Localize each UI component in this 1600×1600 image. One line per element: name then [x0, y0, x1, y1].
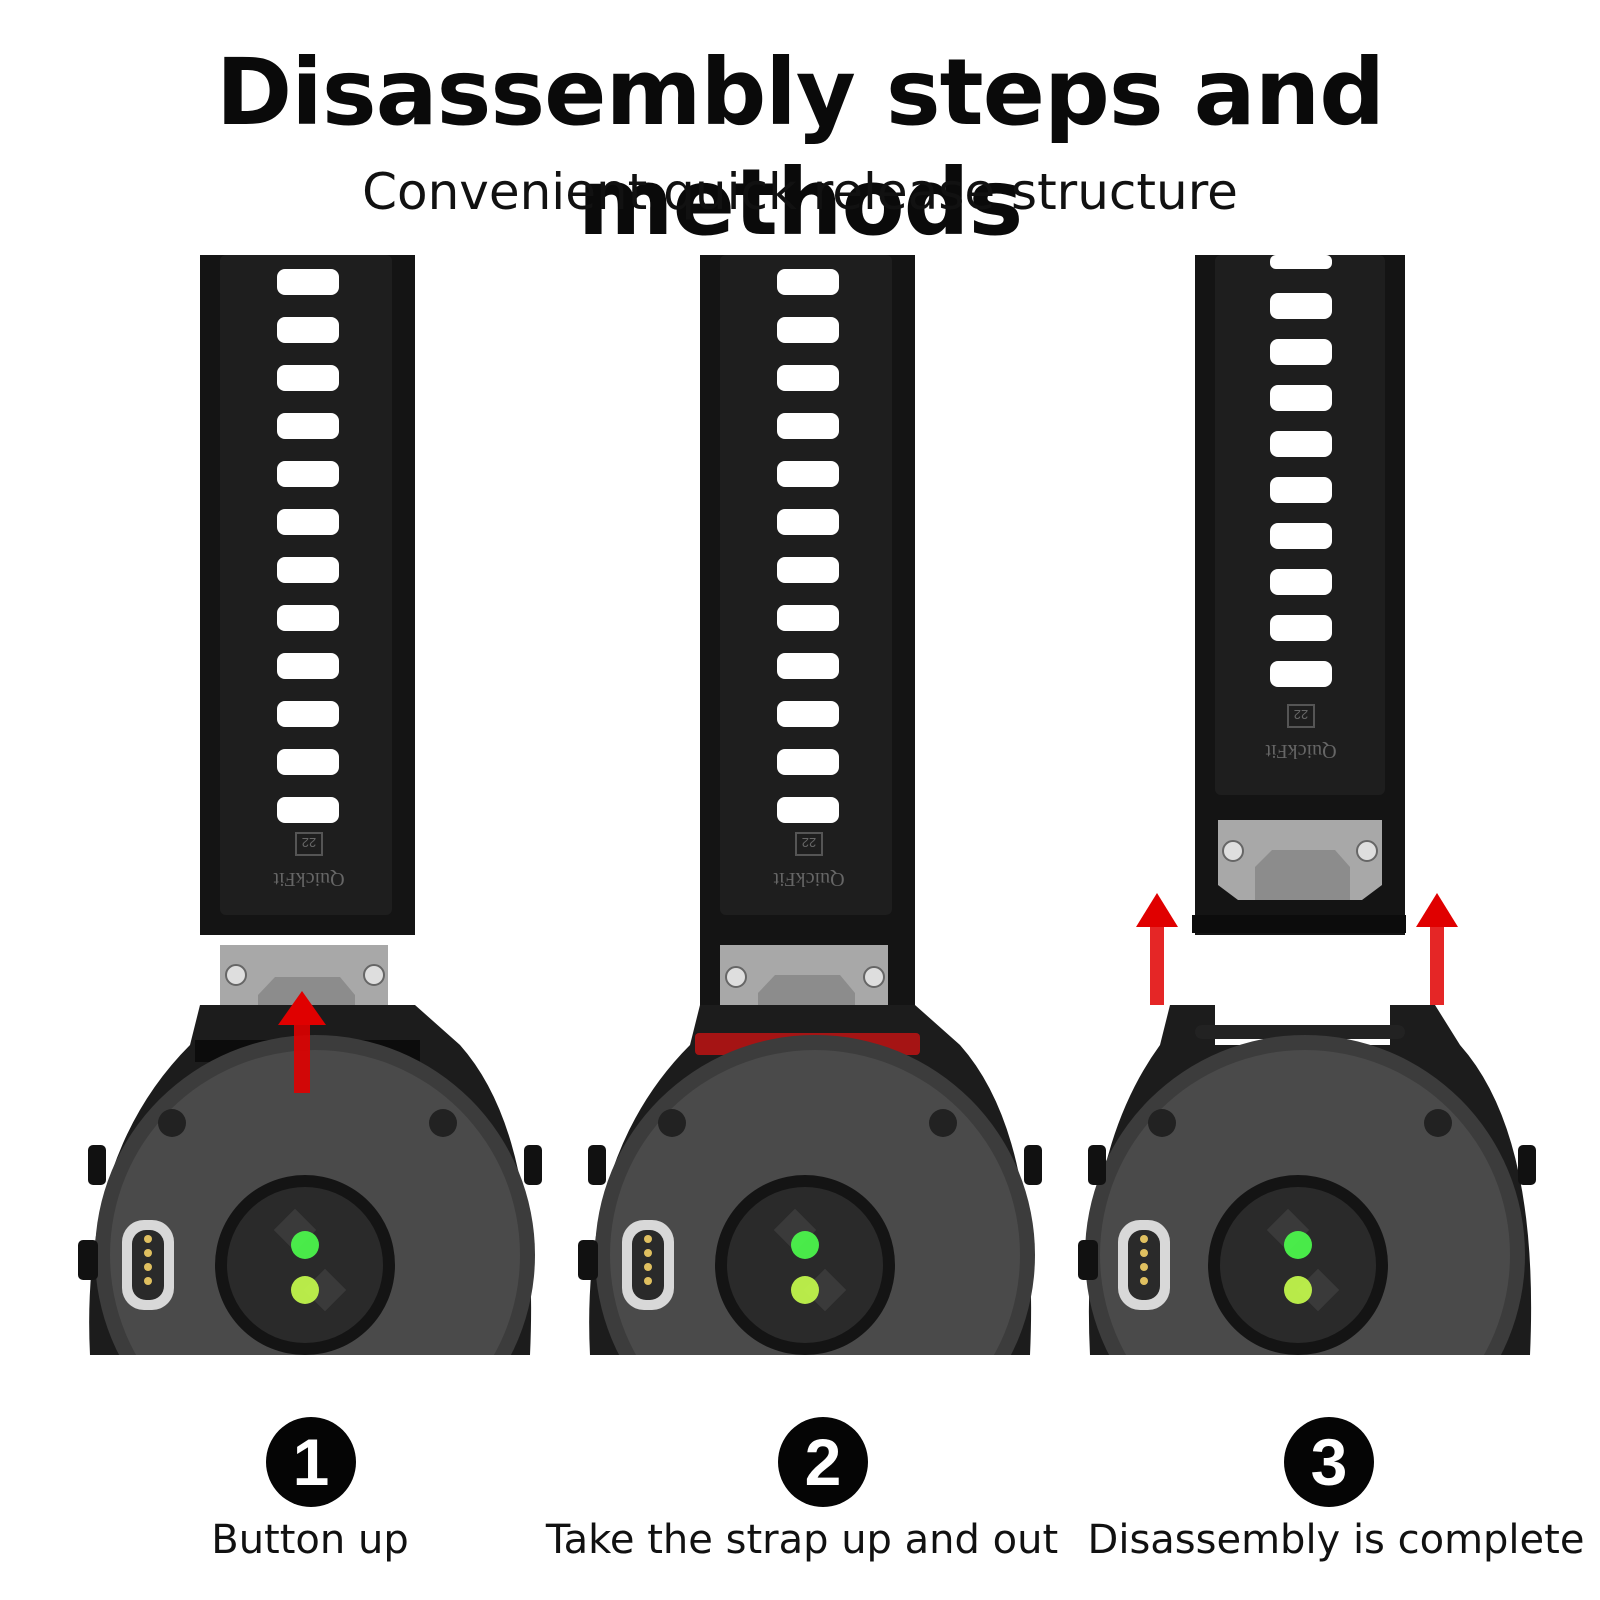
- strap-size-marking: 22 QuickFit: [773, 832, 845, 890]
- step-2-badge: 2: [778, 1417, 868, 1507]
- strap-size-text: 22: [1294, 707, 1308, 722]
- step-3-label: Disassembly is complete: [1087, 1517, 1585, 1563]
- step-2-label: Take the strap up and out: [545, 1517, 1059, 1563]
- spring-bar: [1195, 1025, 1405, 1039]
- strap-size-text: 22: [802, 835, 816, 850]
- up-arrow-icon: [278, 991, 326, 1093]
- strap-size-marking: 22 QuickFit: [1265, 704, 1337, 762]
- strap-brand-text: QuickFit: [1265, 740, 1337, 762]
- strap-brand-text: QuickFit: [773, 868, 845, 890]
- step-1-badge: 1: [266, 1417, 356, 1507]
- step-2-illustration: 22 QuickFit: [570, 255, 1050, 1395]
- strap-size-marking: 22 QuickFit: [273, 832, 345, 890]
- page-subtitle: Convenient quick release structure: [362, 163, 1238, 221]
- step-1-label: Button up: [211, 1517, 409, 1563]
- step-3-illustration: 22 QuickFit: [1070, 255, 1550, 1395]
- page-title: Disassembly steps and methods: [215, 39, 1385, 256]
- strap-size-text: 22: [302, 835, 316, 850]
- strap-brand-text: QuickFit: [273, 868, 345, 890]
- strap-holes: [777, 269, 839, 823]
- up-arrow-icon: [1416, 893, 1458, 1005]
- strap-holes: [1270, 255, 1332, 687]
- step-1-illustration: 22 QuickFit: [70, 255, 550, 1395]
- step-3-badge: 3: [1284, 1417, 1374, 1507]
- strap-holes: [277, 269, 339, 823]
- up-arrow-icon: [1136, 893, 1178, 1005]
